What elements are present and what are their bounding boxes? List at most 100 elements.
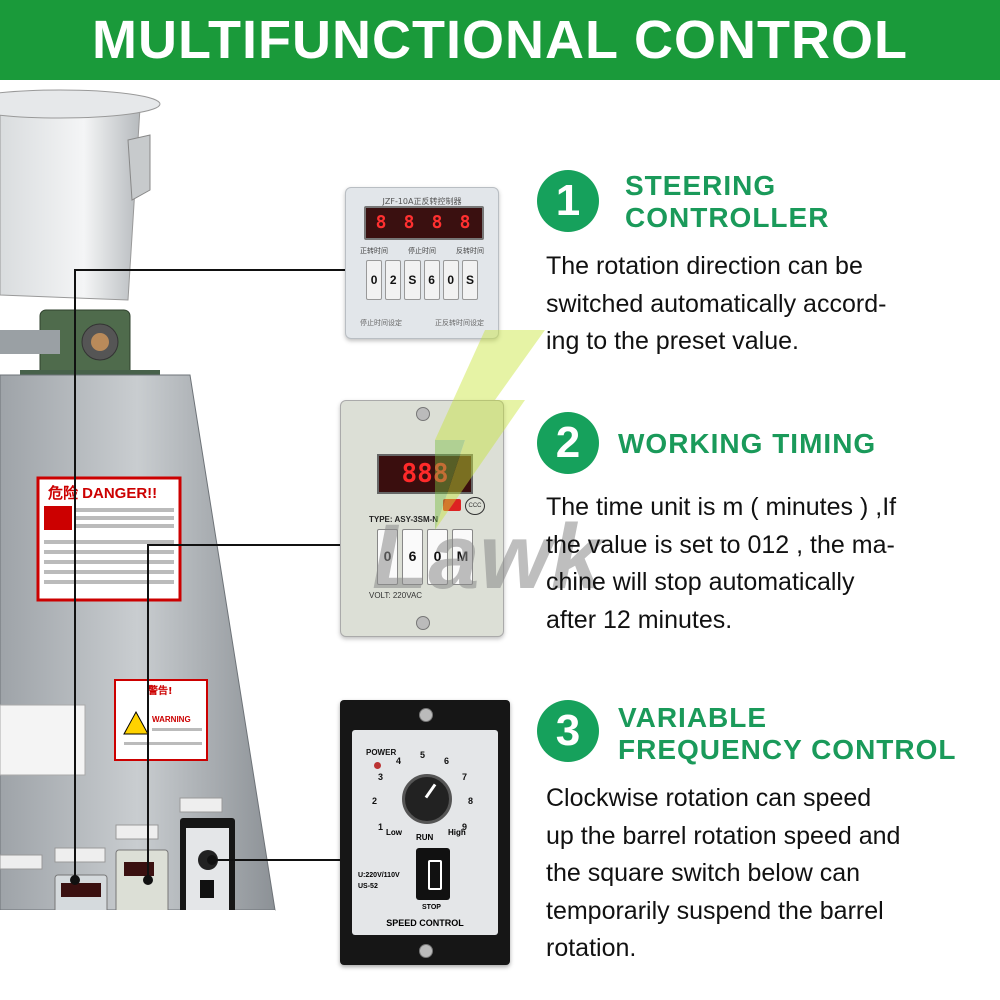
- dial-tick: 1: [378, 822, 384, 832]
- section-1-badge: 1: [537, 170, 599, 232]
- speed-control-device: POWER 1 2 3 4 5 6 7 8 9 Low RUN High U:2…: [340, 700, 510, 965]
- thumbwheel-value: S: [465, 273, 474, 287]
- thumbwheel-value: 0: [383, 548, 392, 564]
- dial-tick: 8: [468, 796, 474, 806]
- section-3-heading: VARIABLE FREQUENCY CONTROL: [618, 702, 957, 766]
- thumbwheel[interactable]: 6: [423, 260, 440, 300]
- forward-time-label: 正转时间: [360, 247, 388, 255]
- description-line: after 12 minutes.: [546, 605, 733, 634]
- section-2-description: The time unit is m ( minutes ) ,If the v…: [546, 489, 896, 639]
- thumbwheel[interactable]: 2: [385, 260, 402, 300]
- screw-icon: [419, 944, 433, 958]
- barrel-rim: [0, 89, 161, 119]
- thumbwheel-value: 6: [408, 548, 417, 564]
- section-2-badge: 2: [537, 412, 599, 474]
- dial-tick: 2: [372, 796, 378, 806]
- timer-display: 888: [377, 454, 473, 494]
- high-label: High: [448, 828, 466, 837]
- title-banner: MULTIFUNCTIONAL CONTROL: [0, 0, 1000, 80]
- warning-cn-text: 警告!: [147, 684, 173, 697]
- low-label: Low: [386, 828, 402, 837]
- heading-line: VARIABLE: [618, 702, 768, 733]
- section-3-badge: 3: [537, 700, 599, 762]
- heading-line: FREQUENCY CONTROL: [618, 734, 957, 765]
- speed-control-plate: POWER 1 2 3 4 5 6 7 8 9 Low RUN High U:2…: [352, 730, 498, 935]
- stop-switch[interactable]: [416, 848, 450, 900]
- screw-icon: [419, 708, 433, 722]
- thumbwheel-value: S: [408, 273, 417, 287]
- timer-thumbwheels: 0 6 0 M: [377, 529, 473, 585]
- description-line: ing to the preset value.: [546, 327, 799, 355]
- speed-knob[interactable]: [402, 774, 452, 824]
- stop-time-label: 停止时间: [408, 247, 436, 255]
- dial-tick: 4: [396, 756, 402, 766]
- voltage-label: U:220V/110V US-52: [358, 870, 400, 892]
- thumbwheel[interactable]: S: [461, 260, 479, 300]
- barrel-clip: [127, 134, 151, 201]
- thumbwheel[interactable]: 0: [366, 260, 383, 300]
- heading-line: CONTROLLER: [625, 202, 830, 233]
- description-line: The rotation direction can be: [546, 252, 863, 280]
- dial-tick: 5: [420, 750, 426, 760]
- timer-type-label: TYPE: ASY-3SM-N: [369, 515, 439, 524]
- reset-button[interactable]: [443, 499, 461, 511]
- timer-volt-label: VOLT: 220VAC: [369, 591, 423, 600]
- thumbwheel[interactable]: 0: [377, 529, 398, 585]
- power-label: POWER: [366, 748, 397, 757]
- connector-steering: [74, 269, 345, 880]
- reverse-time-label: 反转时间: [456, 247, 484, 255]
- power-led-icon: [374, 762, 381, 769]
- steering-bottom-labels: 停止时间设定 正反转时间设定: [360, 318, 484, 328]
- rocker-icon: [428, 860, 442, 890]
- dial-tick: 7: [462, 772, 468, 782]
- display-digit: 8: [403, 212, 415, 233]
- thumbwheel-value: 0: [370, 273, 378, 287]
- machine-illustration: 危险 DANGER!! 警告! WARNING: [0, 89, 276, 1000]
- thumbwheel-value: 0: [447, 273, 455, 287]
- danger-label: [36, 476, 182, 602]
- thumbwheel[interactable]: 0: [442, 260, 459, 300]
- thumbwheel[interactable]: S: [404, 260, 421, 300]
- description-line: the square switch below can: [546, 859, 861, 887]
- thumbwheel[interactable]: 0: [427, 529, 448, 585]
- warning-en-text: WARNING: [152, 715, 191, 724]
- dial-tick: 9: [462, 822, 468, 832]
- knob-pointer-icon: [424, 783, 437, 799]
- voltage-line: U:220V/110V: [358, 872, 400, 879]
- dial-tick: 6: [444, 756, 450, 766]
- dial-tick: 3: [378, 772, 384, 782]
- section-3-description: Clockwise rotation can speed up the barr…: [546, 780, 900, 968]
- screw-icon: [416, 616, 430, 630]
- run-label: RUN: [416, 833, 434, 842]
- display-digit: 8: [459, 212, 471, 233]
- description-line: the value is set to 012 , the ma-: [546, 530, 895, 559]
- thumbwheel-value: 6: [428, 273, 435, 287]
- description-line: switched automatically accord-: [546, 289, 887, 318]
- stop-label: STOP: [422, 904, 441, 911]
- description-line: up the barrel rotation speed and: [546, 821, 901, 850]
- section-1-description: The rotation direction can be switched a…: [546, 248, 886, 361]
- steering-labels: 正转时间 停止时间 反转时间: [360, 246, 484, 256]
- description-line: rotation.: [546, 934, 637, 962]
- section-2-heading: WORKING TIMING: [618, 428, 876, 460]
- description-line: chine will stop automatically: [546, 568, 855, 596]
- thumbwheel-value: M: [456, 548, 469, 564]
- steering-model-label: JZF-10A正反转控制器: [382, 197, 462, 206]
- thumbwheel[interactable]: M: [452, 529, 473, 585]
- timer-device: 888 CCC TYPE: ASY-3SM-N 0 6 0 M VOLT: 22…: [340, 400, 504, 637]
- rotation-time-setting-label: 正反转时间设定: [435, 319, 484, 327]
- display-digit: 8: [431, 212, 443, 233]
- info-label: [0, 704, 86, 776]
- banner-title: MULTIFUNCTIONAL CONTROL: [92, 10, 908, 70]
- connector-timer: [147, 544, 340, 880]
- thumbwheel-value: 0: [433, 548, 442, 564]
- ccc-mark: CCC: [465, 497, 485, 515]
- thumbwheel[interactable]: 6: [402, 529, 423, 585]
- description-line: The time unit is m ( minutes ) ,If: [546, 493, 897, 521]
- display-digit: 8: [375, 212, 387, 233]
- model-line: US-52: [358, 883, 378, 890]
- thumbwheel-value: 2: [389, 273, 397, 287]
- steering-thumbwheels: 0 2 S 6 0 S: [366, 260, 479, 300]
